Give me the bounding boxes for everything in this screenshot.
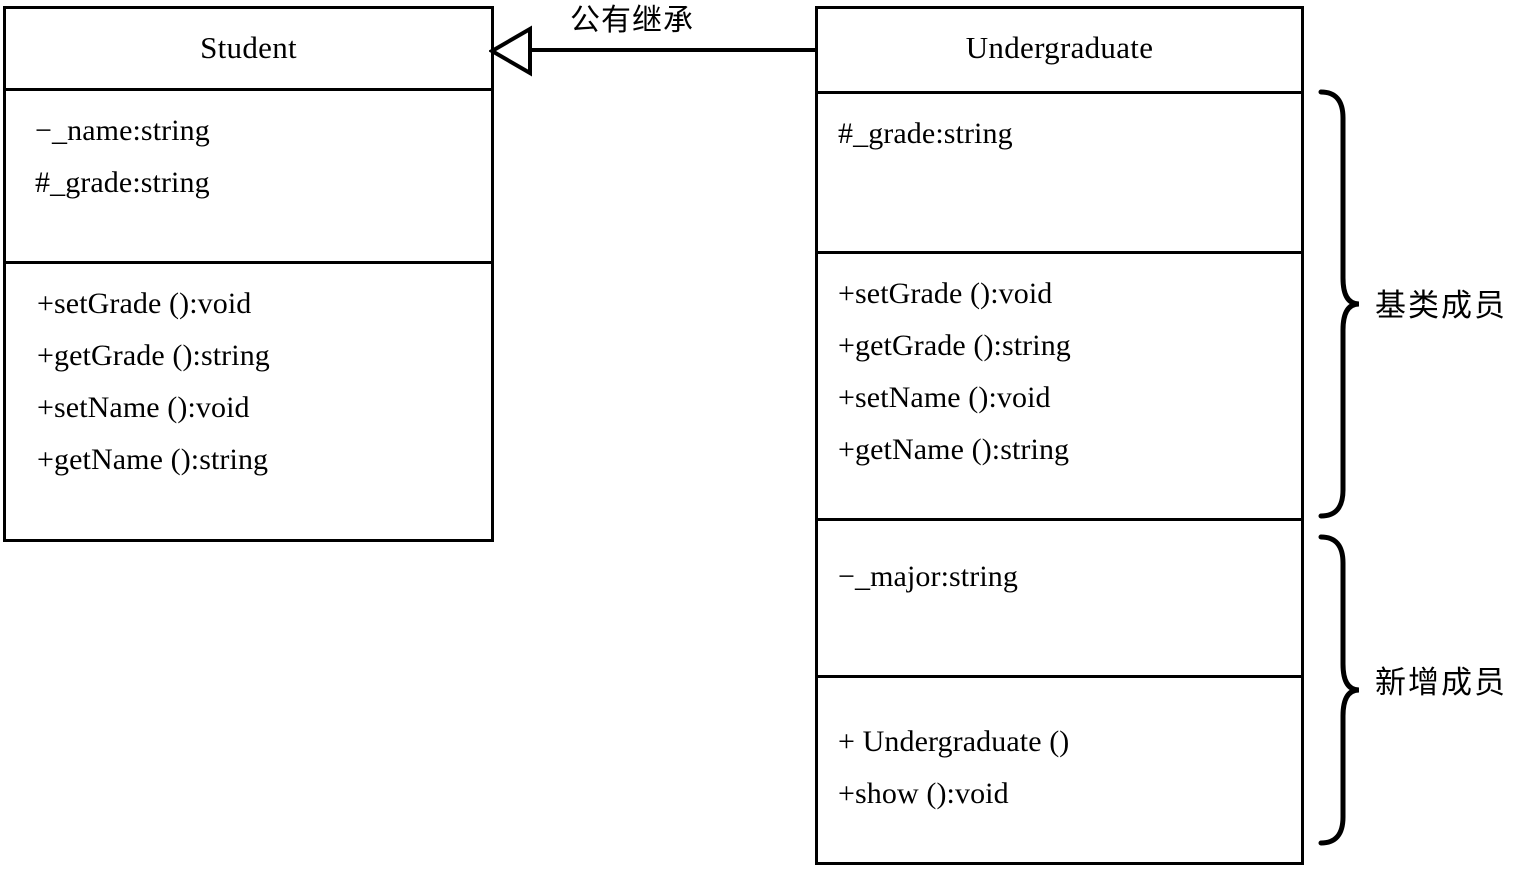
operation-item: +getName ():string: [37, 443, 269, 476]
operation-item: +setName ():void: [37, 391, 250, 424]
new-attribute-list: −_major:string: [818, 551, 1301, 603]
attribute-item: −_major:string: [838, 560, 1018, 593]
class-box-undergraduate[interactable]: Undergraduate #_grade:string +setGrade (…: [815, 6, 1304, 865]
class-name-undergraduate: Undergraduate: [965, 30, 1154, 65]
new-operation-list: + Undergraduate () +show ():void: [818, 716, 1301, 820]
operation-item: +setName ():void: [838, 381, 1051, 414]
operation-item: +getName ():string: [838, 433, 1070, 466]
class-title-compartment-undergraduate: Undergraduate: [818, 9, 1301, 91]
attribute-item: −_name:string: [35, 114, 210, 147]
generalization-line: [529, 48, 817, 52]
annotation-label-new-members: 新增成员: [1375, 665, 1507, 701]
attribute-item: #_grade:string: [35, 166, 210, 199]
operation-item: +show ():void: [838, 777, 1009, 810]
class-inherited-attributes-compartment: #_grade:string: [818, 91, 1301, 251]
brace-new-members-icon: [1318, 534, 1360, 846]
operation-item: +setGrade ():void: [37, 287, 252, 320]
operation-item: +getGrade ():string: [838, 329, 1071, 362]
operation-item: + Undergraduate (): [838, 725, 1070, 758]
class-box-student[interactable]: Student −_name:string #_grade:string +se…: [3, 6, 494, 542]
class-new-operations-compartment: + Undergraduate () +show ():void: [818, 675, 1301, 862]
brace-base-members-icon: [1318, 89, 1360, 519]
generalization-label: 公有继承: [570, 3, 694, 38]
class-title-compartment-student: Student: [6, 9, 491, 88]
class-new-attributes-compartment: −_major:string: [818, 518, 1301, 675]
inherited-operation-list: +setGrade ():void +getGrade ():string +s…: [818, 268, 1301, 476]
generalization-arrowhead-icon: [489, 25, 532, 77]
attribute-item: #_grade:string: [838, 117, 1013, 150]
class-operations-compartment-student: +setGrade ():void +getGrade ():string +s…: [6, 261, 491, 539]
class-name-student: Student: [200, 30, 297, 65]
operation-item: +setGrade ():void: [838, 277, 1053, 310]
class-attributes-compartment-student: −_name:string #_grade:string: [6, 88, 491, 261]
annotation-label-base-members: 基类成员: [1375, 288, 1507, 324]
operation-list-student: +setGrade ():void +getGrade ():string +s…: [6, 278, 491, 486]
operation-item: +getGrade ():string: [37, 339, 270, 372]
class-inherited-operations-compartment: +setGrade ():void +getGrade ():string +s…: [818, 251, 1301, 518]
inherited-attribute-list: #_grade:string: [818, 108, 1301, 160]
attribute-list-student: −_name:string #_grade:string: [6, 105, 491, 209]
